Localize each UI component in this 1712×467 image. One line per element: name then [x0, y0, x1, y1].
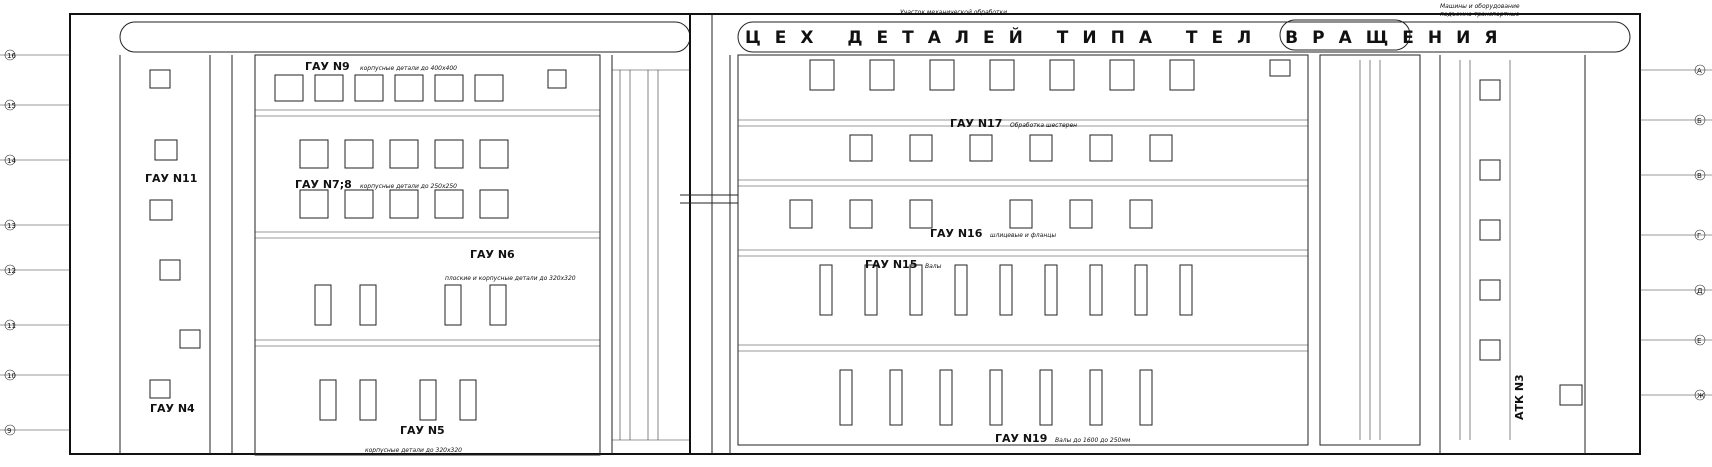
label-gau4: ГАУ N4	[150, 402, 195, 415]
axis-right-1: Б	[1697, 117, 1702, 125]
machines-gau5	[319, 379, 477, 421]
axis-left-6: 10	[7, 372, 16, 380]
axis-left-4: 12	[7, 267, 16, 275]
machines-gau17	[809, 59, 1195, 162]
machines-gau19	[839, 369, 1153, 426]
note-gau19: Валы до 1600 до 250мм	[1055, 437, 1131, 444]
note-gau6: плоские и корпусные детали до 320x320	[445, 275, 576, 282]
label-atk3: АТК N3	[1513, 374, 1526, 420]
axis-left-7: 9	[7, 427, 11, 435]
label-gau11: ГАУ N11	[145, 172, 197, 185]
axis-left-1: 15	[7, 102, 16, 110]
left-axis-markers: 16 15 14 13 12 11 10 9	[4, 49, 16, 436]
note-gau9: корпусные детали до 400x400	[360, 65, 457, 72]
note-gau5: корпусные детали до 320x320	[365, 447, 462, 454]
machines-gau78	[299, 139, 509, 219]
machines-left-column	[149, 59, 1291, 399]
structural-walls	[119, 14, 1586, 456]
machines-atk3	[1479, 79, 1583, 406]
conveyor-lines	[255, 69, 1308, 441]
left-axis-lines	[0, 54, 70, 431]
label-gau9: ГАУ N9	[305, 60, 350, 73]
note-gau15: Валы	[925, 263, 942, 270]
vertical-tracks	[619, 60, 1511, 440]
axis-left-2: 14	[7, 157, 16, 165]
machines-gau15	[819, 264, 1193, 316]
label-gau15: ГАУ N15	[865, 258, 917, 271]
label-gau16: ГАУ N16	[930, 227, 983, 240]
machines-gau6	[314, 284, 507, 326]
machines-gau16	[789, 199, 1153, 229]
header-note: Участок механической обработки	[900, 9, 1007, 16]
axis-right-0: А	[1697, 67, 1702, 75]
corner-note-2: подъемно-транспортные	[1440, 11, 1520, 18]
note-gau17: Обработка шестерен	[1010, 122, 1077, 129]
axis-right-4: Д	[1697, 287, 1703, 295]
axis-right-6: Ж	[1697, 392, 1705, 400]
note-gau16: шлицевые и фланцы	[990, 232, 1056, 239]
machines-gau9	[274, 74, 504, 102]
plan-frame	[69, 13, 1641, 455]
axis-left-3: 13	[7, 222, 16, 230]
axis-right-5: Е	[1697, 337, 1701, 345]
label-gau5: ГАУ N5	[400, 424, 445, 437]
axis-left-0: 16	[7, 52, 16, 60]
label-gau19: ГАУ N19	[995, 432, 1047, 445]
label-gau17: ГАУ N17	[950, 117, 1002, 130]
right-axis-lines	[1640, 64, 1712, 401]
axis-left-5: 11	[7, 322, 16, 330]
label-gau6: ГАУ N6	[470, 248, 515, 261]
corner-note-1: Машины и оборудование	[1440, 3, 1520, 10]
label-gau78: ГАУ N7;8	[295, 178, 352, 191]
note-gau78: корпусные детали до 250x250	[360, 183, 457, 190]
axis-right-2: В	[1697, 172, 1702, 180]
axis-right-3: Г	[1697, 232, 1701, 240]
shop-title: ЦЕХ ДЕТАЛЕЙ ТИПА ТЕЛ ВРАЩЕНИЯ	[745, 26, 1511, 48]
